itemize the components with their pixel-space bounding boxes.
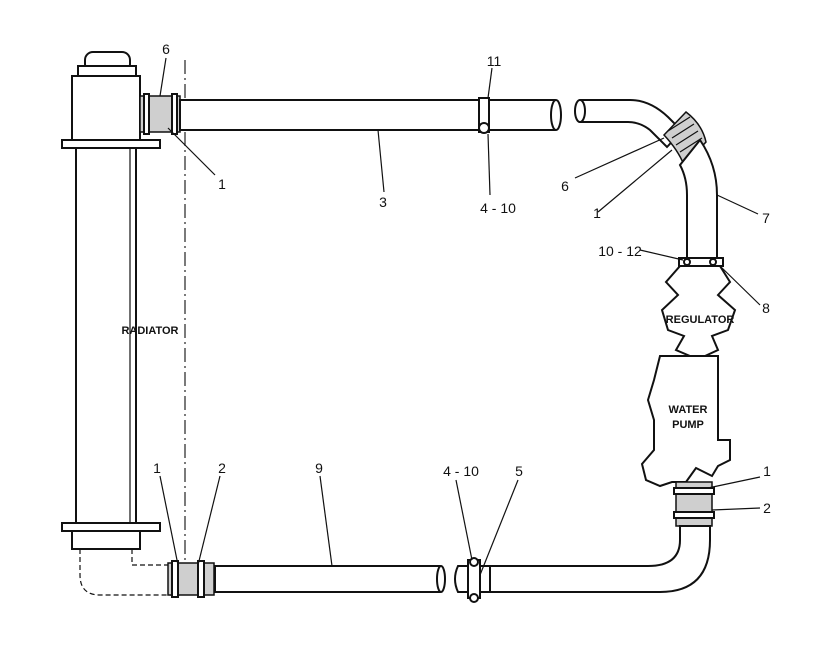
lower-clamp-bolt-top (469, 557, 479, 567)
callout-1-pump: 1 (763, 463, 771, 479)
leader-1-top (167, 127, 216, 176)
callout-4-10-bottom: 4 - 10 (443, 463, 479, 479)
radiator-outlet-hidden-line-inner (131, 549, 170, 566)
lower-hose (167, 560, 215, 598)
regulator-body (660, 265, 737, 357)
radiator-label: RADIATOR (121, 325, 178, 337)
callout-labels: 6 1 11 3 4 - 10 6 1 7 10 - 12 8 1 2 1 2 … (153, 41, 771, 516)
leader-1-pump (707, 476, 761, 489)
upper-pipe-body (179, 99, 561, 131)
water-pump: WATER PUMP (640, 355, 731, 488)
callout-5: 5 (515, 463, 523, 479)
callout-2-pump: 2 (763, 500, 771, 516)
lower-pipe-body (214, 565, 445, 593)
callout-1-right: 1 (593, 205, 601, 221)
radiator-core (75, 147, 137, 524)
pump-hose-clamp-b (673, 511, 715, 519)
regulator-label: REGULATOR (666, 314, 735, 326)
radiator: RADIATOR (61, 51, 179, 550)
elbow-inlet-section (575, 99, 684, 149)
leader-11 (487, 67, 493, 99)
callout-6-top: 6 (162, 41, 170, 57)
elbow-down-section (678, 138, 718, 263)
radiator-outlet-hidden-line (79, 549, 180, 596)
leader-10-12 (639, 249, 684, 261)
leader-5 (479, 479, 519, 576)
leader-6-right (574, 137, 665, 179)
lower-hose-clamp-a (171, 560, 179, 598)
lower-pipe-9 (214, 557, 491, 603)
upper-pipe-3 (179, 97, 562, 134)
leader-1-bottom (159, 475, 179, 566)
leader-6-top (159, 57, 167, 97)
lower-clamp-bolt-bottom (469, 593, 479, 603)
radiator-bottom-flange (61, 522, 161, 532)
leader-9 (319, 475, 333, 567)
flange-bolt-a (683, 258, 691, 266)
upper-pipe-break-end (550, 99, 562, 131)
water-pump-label-line1: WATER (669, 404, 708, 416)
upper-hose-clamp-a (143, 93, 150, 135)
leader-1-right (597, 149, 673, 213)
callout-6-right: 6 (561, 178, 569, 194)
radiator-top-tank (71, 75, 141, 141)
radiator-bottom-tank (71, 530, 141, 550)
leader-8 (719, 265, 761, 306)
radiator-top-flange (61, 139, 161, 149)
callout-1-top: 1 (218, 176, 226, 192)
radiator-cap-base (77, 65, 137, 77)
upper-hose-6 (139, 93, 181, 135)
lower-return-elbow (489, 525, 711, 593)
lower-hose-clamp-b (197, 560, 205, 598)
pump-hose-clamp-a (673, 487, 715, 495)
callout-1-bottom: 1 (153, 460, 161, 476)
leader-2-pump (711, 507, 761, 511)
regulator-housing: REGULATOR (660, 265, 737, 357)
upper-hose-clamp-b (171, 93, 178, 135)
leader-7 (716, 194, 759, 215)
callout-3: 3 (379, 194, 387, 210)
callout-11: 11 (487, 53, 502, 69)
elbow-hose-ribs (667, 116, 703, 153)
upper-clamp-bolt (478, 122, 490, 134)
flange-bolt-b (709, 258, 717, 266)
callout-8: 8 (762, 300, 770, 316)
callout-10-12: 10 - 12 (598, 243, 642, 259)
callout-4-10-top: 4 - 10 (480, 200, 516, 216)
lower-pipe-break-end (436, 565, 446, 593)
leader-4-10-top (487, 133, 491, 196)
leader-2-bottom (197, 475, 221, 566)
elbow-break-end (574, 99, 586, 123)
leader-lines (159, 57, 761, 576)
leader-4-10-bottom (455, 479, 473, 561)
callout-2-bottom: 2 (218, 460, 226, 476)
upper-elbow-7 (574, 99, 724, 267)
leader-3 (377, 129, 385, 193)
pump-outlet-hose (673, 481, 715, 527)
callout-7: 7 (762, 210, 770, 226)
water-pump-label-line2: PUMP (672, 419, 704, 431)
callout-9: 9 (315, 460, 323, 476)
